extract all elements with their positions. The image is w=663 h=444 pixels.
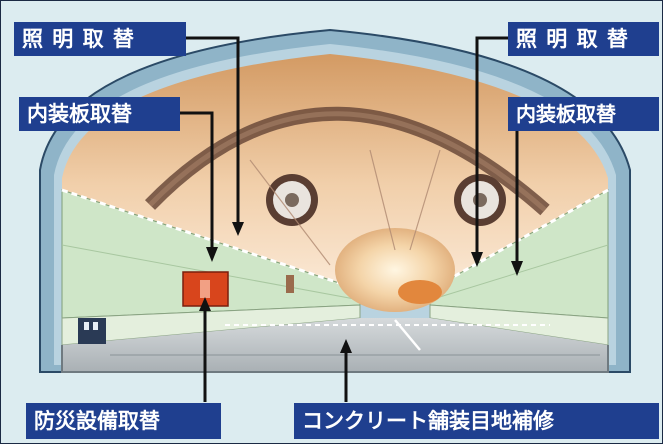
label-lighting-left: 照 明 取 替	[14, 22, 186, 56]
label-panel-right: 内装板取替	[508, 97, 659, 131]
jet-fan-right	[454, 174, 506, 226]
wall-equipment	[78, 318, 106, 344]
jet-fan-left	[266, 174, 318, 226]
arrow-panel-left	[180, 111, 214, 248]
label-lighting-right: 照 明 取 替	[508, 22, 659, 56]
label-disaster-equipment: 防災設備取替	[26, 403, 221, 439]
arrow-lighting-left	[186, 36, 240, 223]
arrow-lighting-right	[475, 36, 508, 253]
road-surface	[62, 318, 608, 372]
label-panel-left: 内装板取替	[19, 97, 180, 131]
label-pavement-joint: コンクリート舗装目地補修	[294, 403, 659, 439]
